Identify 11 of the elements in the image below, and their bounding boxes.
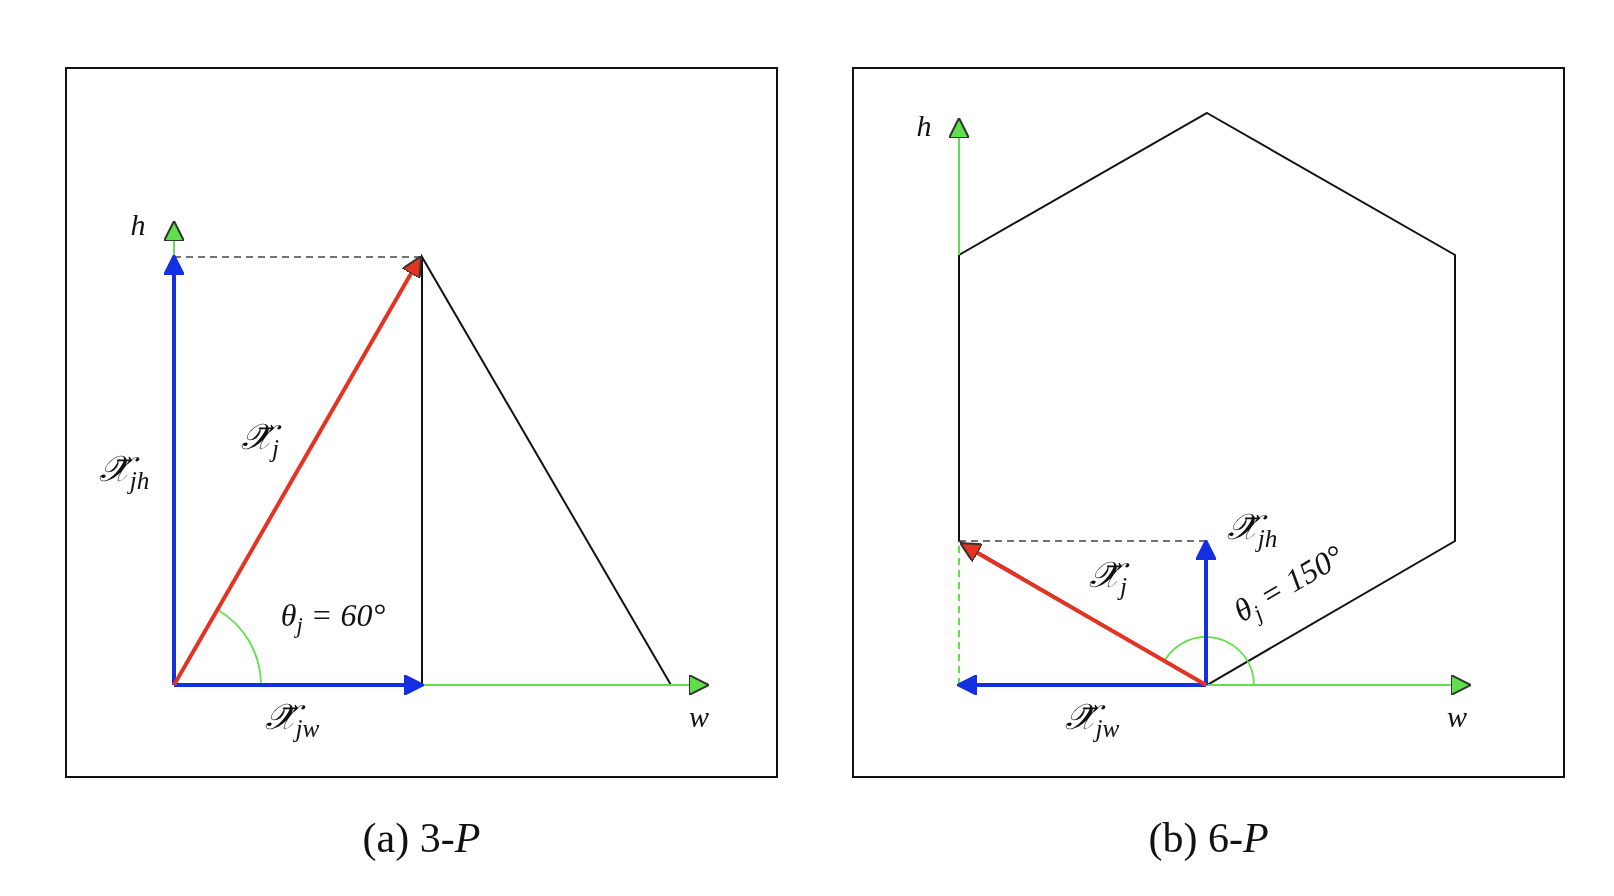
vector-label: 𝒳⃗$_{jh}$ [1226, 508, 1278, 552]
axis-label: h [916, 111, 932, 141]
axis-label: w [1447, 702, 1467, 732]
panel-caption: (a) 3-P [362, 814, 481, 862]
panel-caption: (b) 6-P [1148, 814, 1269, 862]
angle-label: θ$_{j}$ = 60° [280, 598, 386, 638]
axis-label: h [130, 210, 146, 240]
vector-label: 𝒳⃗$_{jw}$ [264, 698, 320, 742]
vector-label: 𝒳⃗$_{jh}$ [98, 450, 150, 494]
axis-label: w [689, 702, 709, 732]
vector-label: 𝒳⃗$_{jw}$ [1064, 698, 1120, 742]
